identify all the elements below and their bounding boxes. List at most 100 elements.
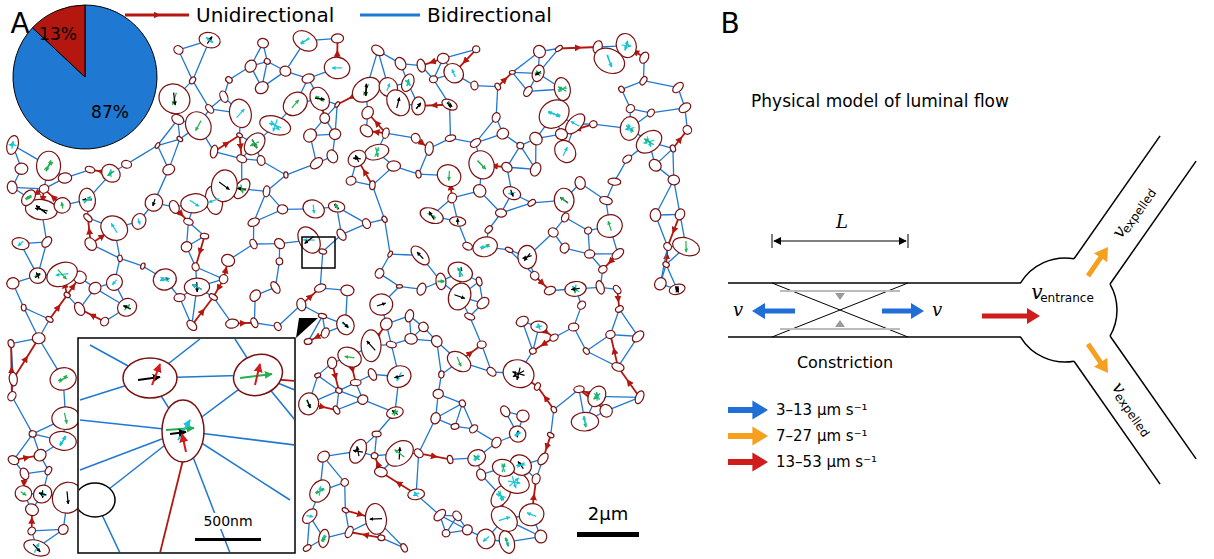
- junction-ellipse: [328, 200, 346, 213]
- junction-ellipse: [236, 132, 243, 139]
- junction-ellipse: [314, 372, 321, 378]
- velocity-vector: [480, 246, 490, 248]
- junction-ellipse: [531, 473, 541, 485]
- junction-ellipse: [360, 104, 376, 121]
- junction-ellipse: [117, 255, 123, 262]
- flow-label: L: [836, 213, 848, 231]
- junction-ellipse: [495, 209, 506, 218]
- velocity-vector: [321, 536, 326, 541]
- junction-ellipse: [522, 85, 534, 98]
- junction-ellipse: [444, 280, 475, 314]
- junction-ellipse: [451, 509, 463, 522]
- junction-ellipse: [447, 455, 454, 464]
- bidirectional-edge: [643, 81, 678, 88]
- velocity-vector: [209, 199, 220, 203]
- junction-ellipse: [582, 347, 591, 356]
- chamber-wall: [1021, 337, 1074, 362]
- junction-ellipse: [491, 457, 516, 478]
- junction-ellipse: [296, 298, 307, 312]
- junction-ellipse: [350, 379, 361, 386]
- velocity-vector: [58, 270, 67, 279]
- junction-ellipse: [429, 411, 441, 425]
- junction-ellipse: [142, 191, 166, 215]
- junction-ellipse: [464, 312, 476, 321]
- junction-ellipse: [302, 543, 312, 552]
- junction-ellipse: [243, 58, 259, 74]
- legend-text: 3–13 µm s⁻¹: [776, 403, 868, 418]
- flow-label: entrance: [1040, 292, 1094, 304]
- junction-ellipse: [32, 447, 49, 464]
- velocity-vector: [377, 303, 386, 306]
- junction-ellipse: [387, 250, 393, 257]
- junction-ellipse: [610, 247, 625, 262]
- velocity-vector: [192, 285, 201, 289]
- junction-ellipse: [531, 43, 548, 60]
- junction-ellipse: [335, 227, 348, 241]
- junction-ellipse: [576, 300, 587, 311]
- junction-ellipse: [339, 477, 350, 488]
- junction-ellipse: [442, 529, 451, 538]
- junction-ellipse: [325, 148, 339, 164]
- junction-ellipse: [677, 101, 692, 115]
- junction-ellipse: [204, 103, 215, 115]
- junction-ellipse: [573, 385, 584, 393]
- velocity-vector: [33, 544, 40, 552]
- junction-ellipse: [248, 288, 263, 304]
- junction-ellipse: [320, 327, 331, 339]
- legend-text: Bidirectional: [427, 5, 552, 25]
- junction-ellipse: [370, 43, 386, 58]
- junction-ellipse: [618, 85, 626, 93]
- junction-ellipse: [549, 333, 560, 343]
- channel-wall: [728, 282, 1021, 284]
- junction-ellipse: [18, 467, 30, 481]
- junction-ellipse: [387, 161, 401, 171]
- pie-slice: [33, 5, 85, 77]
- velocity-vector: [413, 493, 419, 496]
- junction-ellipse: [662, 261, 670, 269]
- velocity-vector: [448, 171, 450, 181]
- junction-ellipse: [72, 301, 86, 318]
- junction-ellipse: [7, 454, 21, 466]
- junction-ellipse: [451, 423, 460, 430]
- velocity-vector: [206, 38, 213, 43]
- junction-ellipse: [429, 334, 444, 349]
- junction-ellipse: [140, 262, 146, 269]
- junction-ellipse: [619, 116, 641, 142]
- velocity-vector: [438, 281, 445, 282]
- junction-ellipse: [449, 216, 466, 227]
- junction-ellipse: [668, 282, 686, 296]
- velocity-vector: [505, 538, 509, 546]
- velocity-vector: [536, 326, 542, 327]
- junction-ellipse: [495, 126, 510, 140]
- velocity-vector: [416, 103, 421, 108]
- junction-ellipse: [527, 198, 537, 207]
- flow-arrow: [982, 308, 1040, 324]
- junction-ellipse: [673, 207, 686, 221]
- junction-ellipse: [671, 80, 685, 94]
- velocity-vector: [607, 55, 612, 67]
- velocity-vector: [111, 223, 117, 232]
- junction-ellipse: [440, 97, 459, 112]
- velocity-vector: [452, 69, 455, 77]
- junction-ellipse: [475, 468, 487, 481]
- bidirectional-edge: [320, 251, 323, 288]
- junction-ellipse: [554, 188, 575, 213]
- velocity-vector: [316, 96, 324, 102]
- velocity-vector: [355, 155, 358, 162]
- velocity-vector: [583, 416, 586, 426]
- junction-ellipse: [377, 534, 385, 541]
- junction-ellipse: [341, 507, 349, 514]
- junction-ellipse: [236, 153, 248, 164]
- junction-ellipse: [669, 144, 676, 152]
- junction-ellipse: [381, 127, 390, 139]
- unidirectional-edge: [559, 47, 598, 48]
- junction-ellipse: [277, 204, 288, 214]
- inset-content: [79, 339, 294, 552]
- junction-ellipse: [19, 187, 39, 208]
- junction-ellipse: [56, 523, 70, 537]
- junction-ellipse: [249, 317, 259, 329]
- junction-ellipse: [167, 199, 181, 215]
- velocity-vector: [563, 147, 567, 155]
- junction-ellipse: [82, 235, 99, 252]
